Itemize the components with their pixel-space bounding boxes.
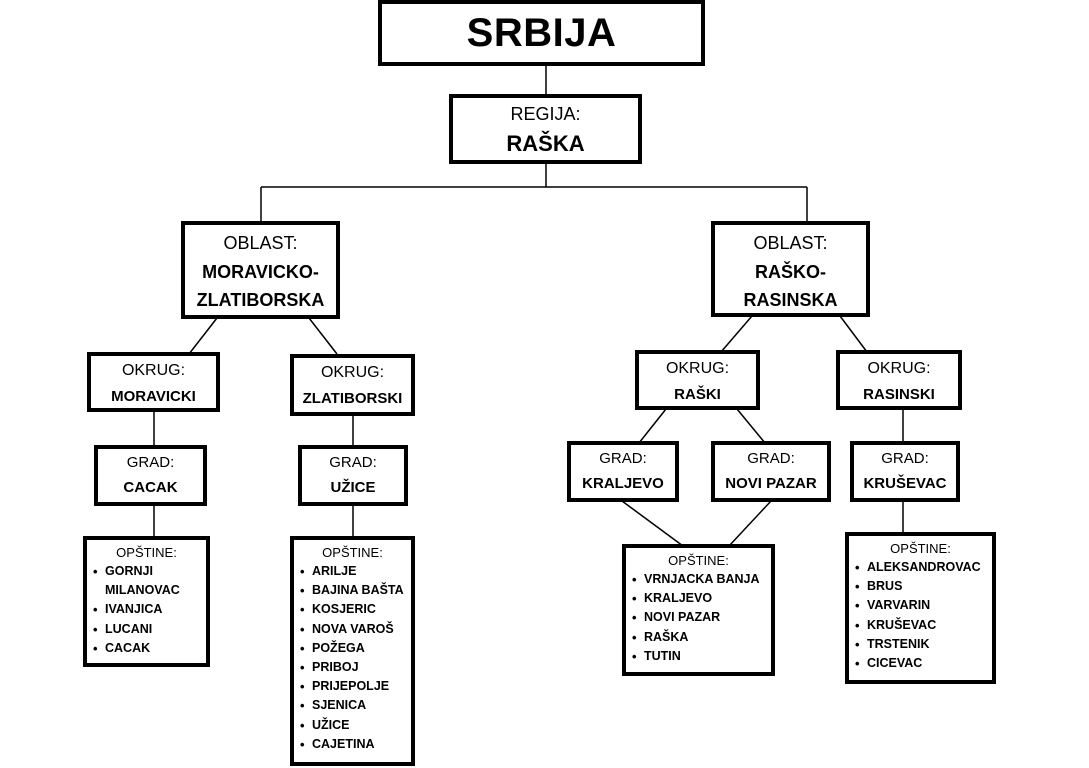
connector-oblast-raski bbox=[720, 315, 753, 353]
grad-name: KRALJEVO bbox=[582, 475, 664, 492]
opstine-label: OPŠTINE: bbox=[116, 545, 177, 560]
list-item: BRUS bbox=[855, 577, 992, 596]
list-item: TUTIN bbox=[632, 647, 771, 666]
list-item: PRIJEPOLJE bbox=[300, 677, 411, 696]
country-title: SRBIJA bbox=[466, 11, 617, 55]
connector-raski-novipazar bbox=[736, 408, 766, 444]
oblast-name-line1: RAŠKO- bbox=[755, 262, 826, 282]
opstine-list: ALEKSANDROVAC BRUS VARVARIN KRUŠEVAC TRS… bbox=[849, 558, 992, 673]
oblast-box-moravicko-zlatiborska: OBLAST: MORAVICKO- ZLATIBORSKA bbox=[181, 221, 340, 319]
opstine-label: OPŠTINE: bbox=[322, 545, 383, 560]
oblast-name-line2: RASINSKA bbox=[743, 290, 838, 310]
okrug-box-raski: OKRUG: RAŠKI bbox=[635, 350, 760, 410]
connector-oblast-zlatiborski bbox=[308, 317, 338, 355]
connector-raski-kraljevo bbox=[638, 408, 667, 444]
okrug-name: RAŠKI bbox=[674, 386, 721, 403]
list-item: CAJETINA bbox=[300, 735, 411, 754]
oblast-name-line1: MORAVICKO- bbox=[202, 262, 319, 282]
opstine-box-uzice: OPŠTINE: ARILJE BAJINA BAŠTA KOSJERIC NO… bbox=[290, 536, 415, 766]
list-item: CACAK bbox=[93, 639, 206, 658]
grad-box-kraljevo: GRAD: KRALJEVO bbox=[567, 441, 679, 502]
region-label: REGIJA: bbox=[510, 104, 581, 124]
list-item: NOVA VAROŠ bbox=[300, 620, 411, 639]
list-item: ALEKSANDROVAC bbox=[855, 558, 992, 577]
grad-label: GRAD: bbox=[599, 450, 647, 467]
list-item: LUCANI bbox=[93, 620, 206, 639]
list-item: NOVI PAZAR bbox=[632, 608, 771, 627]
grad-label: GRAD: bbox=[126, 454, 175, 471]
list-item: ARILJE bbox=[300, 562, 411, 581]
connector-novipazar-opstine bbox=[728, 500, 772, 547]
oblast-box-rasko-rasinska: OBLAST: RAŠKO- RASINSKA bbox=[711, 221, 870, 317]
list-item: VARVARIN bbox=[855, 596, 992, 615]
opstine-label: OPŠTINE: bbox=[668, 553, 729, 568]
okrug-name: RASINSKI bbox=[863, 386, 935, 403]
okrug-name: ZLATIBORSKI bbox=[302, 390, 403, 407]
opstine-list: VRNJACKA BANJA KRALJEVO NOVI PAZAR RAŠKA… bbox=[626, 570, 771, 666]
list-item: TRSTENIK bbox=[855, 635, 992, 654]
list-item: IVANJICA bbox=[93, 600, 206, 619]
grad-box-krusevac: GRAD: KRUŠEVAC bbox=[850, 441, 960, 502]
oblast-label: OBLAST: bbox=[223, 233, 298, 253]
grad-name: NOVI PAZAR bbox=[725, 475, 817, 492]
list-item: BAJINA BAŠTA bbox=[300, 581, 411, 600]
list-item: KRUŠEVAC bbox=[855, 616, 992, 635]
opstine-list: GORNJI MILANOVAC IVANJICA LUCANI CACAK bbox=[87, 562, 206, 658]
okrug-name: MORAVICKI bbox=[111, 388, 196, 405]
region-box: REGIJA: RAŠKA bbox=[449, 94, 642, 164]
grad-name: CACAK bbox=[123, 479, 178, 496]
okrug-label: OKRUG: bbox=[665, 360, 730, 377]
list-item: CICEVAC bbox=[855, 654, 992, 673]
list-item: KRALJEVO bbox=[632, 589, 771, 608]
opstine-label: OPŠTINE: bbox=[890, 541, 951, 556]
grad-label: GRAD: bbox=[881, 450, 929, 467]
grad-name: KRUŠEVAC bbox=[863, 475, 947, 492]
okrug-label: OKRUG: bbox=[867, 360, 931, 377]
list-item: VRNJACKA BANJA bbox=[632, 570, 771, 589]
opstine-box-raski: OPŠTINE: VRNJACKA BANJA KRALJEVO NOVI PA… bbox=[622, 544, 775, 676]
grad-label: GRAD: bbox=[329, 454, 377, 471]
list-item: GORNJI bbox=[93, 562, 206, 581]
list-item: KOSJERIC bbox=[300, 600, 411, 619]
okrug-label: OKRUG: bbox=[121, 362, 186, 379]
grad-box-novi-pazar: GRAD: NOVI PAZAR bbox=[711, 441, 831, 502]
okrug-box-zlatiborski: OKRUG: ZLATIBORSKI bbox=[290, 354, 415, 416]
country-box: SRBIJA bbox=[378, 0, 705, 66]
list-item: PRIBOJ bbox=[300, 658, 411, 677]
oblast-name-line2: ZLATIBORSKA bbox=[196, 290, 325, 310]
list-item: MILANOVAC bbox=[105, 583, 180, 598]
oblast-label: OBLAST: bbox=[753, 233, 828, 253]
connector-oblast-moravicki bbox=[188, 317, 218, 355]
grad-label: GRAD: bbox=[747, 450, 795, 467]
list-item: UŽICE bbox=[300, 716, 411, 735]
region-name: RAŠKA bbox=[506, 131, 585, 156]
grad-name: UŽICE bbox=[330, 479, 376, 496]
okrug-label: OKRUG: bbox=[320, 364, 385, 381]
grad-box-cacak: GRAD: CACAK bbox=[94, 445, 207, 506]
connector-kraljevo-opstine bbox=[621, 500, 684, 547]
opstine-box-cacak: OPŠTINE: GORNJI MILANOVAC IVANJICA LUCAN… bbox=[83, 536, 210, 667]
list-item: SJENICA bbox=[300, 696, 411, 715]
list-item: RAŠKA bbox=[632, 628, 771, 647]
opstine-box-rasinski: OPŠTINE: ALEKSANDROVAC BRUS VARVARIN KRU… bbox=[845, 532, 996, 684]
connector-oblast-rasinski bbox=[839, 315, 868, 353]
opstine-list: ARILJE BAJINA BAŠTA KOSJERIC NOVA VAROŠ … bbox=[294, 562, 411, 754]
list-item: POŽEGA bbox=[300, 639, 411, 658]
okrug-box-rasinski: OKRUG: RASINSKI bbox=[836, 350, 962, 410]
grad-box-uzice: GRAD: UŽICE bbox=[298, 445, 408, 506]
okrug-box-moravicki: OKRUG: MORAVICKI bbox=[87, 352, 220, 412]
